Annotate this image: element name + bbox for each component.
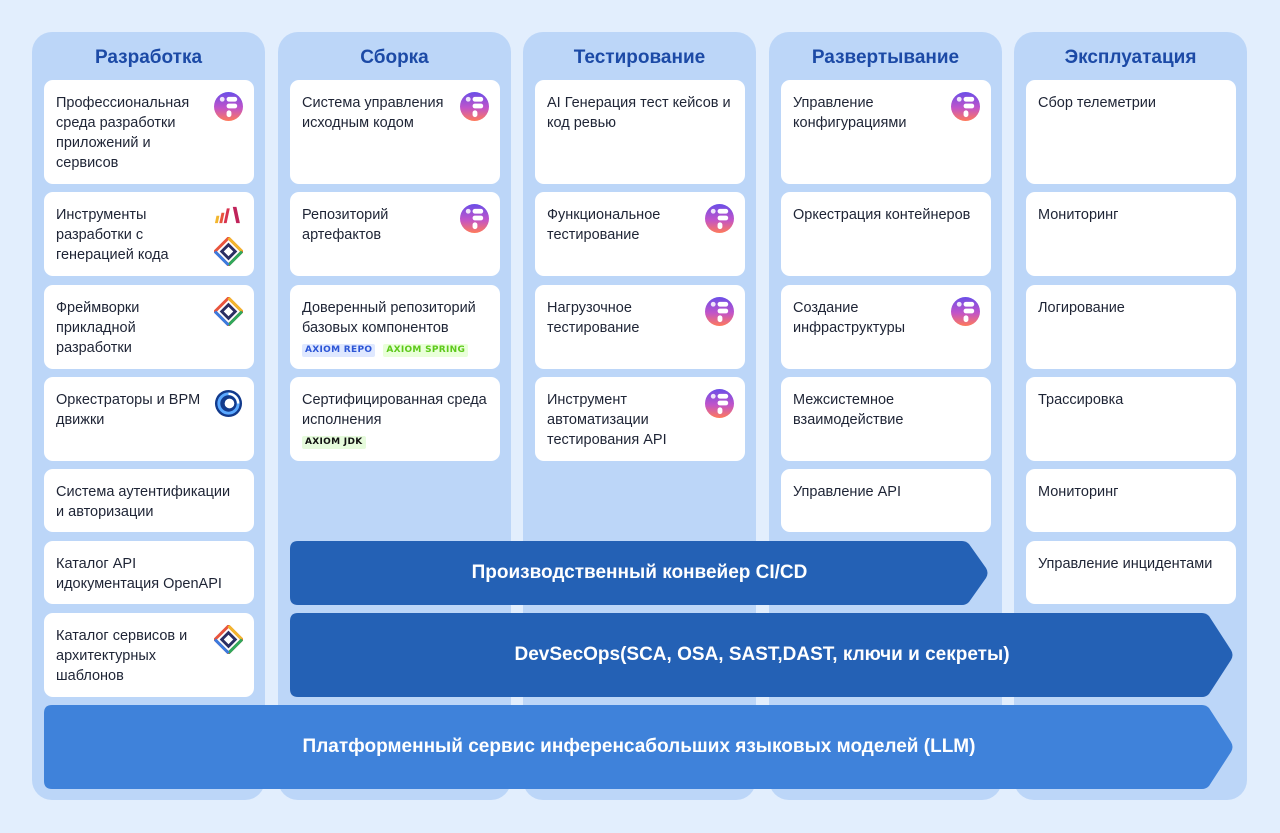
gradient-brand-logo-icon: [460, 204, 489, 233]
axiom-repo-tag: AXIOM REPO: [302, 344, 376, 357]
arrow-llm-service: Платформенный сервис инференсабольших яз…: [44, 705, 1234, 789]
card-logging-text: Логирование: [1038, 300, 1125, 316]
card-frameworks-text: Фреймворки прикладной разработки: [56, 300, 140, 356]
card-codegen[interactable]: Инструменты разработки с генерацией кода: [44, 192, 254, 276]
multicolor-bars-logo-icon: [214, 206, 240, 224]
card-frameworks[interactable]: Фреймворки прикладной разработки: [44, 285, 254, 369]
card-infrastructure-text: Создание инфраструктуры: [793, 300, 906, 336]
axiom-spring-tag: AXIOM SPRING: [383, 344, 469, 357]
column-title-development: Разработка: [94, 47, 203, 68]
card-container-orchestration[interactable]: Оркестрация контейнеров: [781, 192, 991, 276]
diamond-logo-icon: [214, 297, 243, 326]
arrow-devsecops-label: DevSecOps(SCA, OSA, SAST,DAST, ключи и с…: [514, 644, 1010, 665]
card-ai-testgen-text: AI Генерация тест кейсов и код ревью: [547, 95, 731, 131]
card-codegen-text: Инструменты разработки с генерацией кода: [56, 207, 169, 263]
card-bpm[interactable]: Оркестраторы и BPM движки: [44, 377, 254, 461]
card-load-testing[interactable]: Нагрузочное тестирование: [535, 285, 745, 369]
card-telemetry[interactable]: Сбор телеметрии: [1026, 80, 1236, 184]
arrow-devsecops: DevSecOps(SCA, OSA, SAST,DAST, ключи и с…: [290, 613, 1234, 697]
card-functional-testing-text: Функциональное тестирование: [547, 207, 661, 243]
card-auth[interactable]: Система аутентификации и авторизации: [44, 469, 254, 532]
column-title-build: Сборка: [360, 47, 429, 68]
card-certified-runtime[interactable]: Сертифицированная среда исполнения AXIOM…: [290, 377, 500, 461]
card-incident-management[interactable]: Управление инцидентами: [1026, 541, 1236, 604]
card-vcs[interactable]: Система управления исходным кодом: [290, 80, 500, 184]
card-tracing[interactable]: Трассировка: [1026, 377, 1236, 461]
card-trusted-repo[interactable]: Доверенный репозиторий базовых компонент…: [290, 285, 500, 369]
column-title-deployment: Развертывание: [811, 47, 960, 68]
card-monitoring-2[interactable]: Мониторинг: [1026, 469, 1236, 532]
gradient-brand-logo-icon: [705, 389, 734, 418]
column-title-operations: Эксплуатация: [1064, 47, 1197, 68]
card-service-catalog[interactable]: Каталог сервисов и архитектурных шаблоно…: [44, 613, 254, 697]
card-config-management-text: Управление конфигурациями: [793, 95, 907, 131]
column-title-testing: Тестирование: [573, 47, 706, 68]
gradient-brand-logo-icon: [705, 297, 734, 326]
card-telemetry-text: Сбор телеметрии: [1038, 95, 1156, 111]
axiom-jdk-tag: AXIOM JDK: [302, 436, 366, 449]
card-load-testing-text: Нагрузочное тестирование: [547, 300, 640, 336]
card-integration-text: Межсистемное взаимодействие: [793, 392, 904, 428]
card-config-management[interactable]: Управление конфигурациями: [781, 80, 991, 184]
tag-list: AXIOM REPO AXIOM SPRING: [302, 344, 469, 357]
card-api-catalog-text: Каталог API идокументация OpenAPI: [56, 556, 222, 592]
card-bpm-text: Оркестраторы и BPM движки: [56, 392, 201, 428]
card-certified-runtime-text: Сертифицированная среда исполнения: [302, 392, 487, 428]
diamond-logo-icon: [214, 625, 243, 654]
card-infrastructure[interactable]: Создание инфраструктуры: [781, 285, 991, 369]
card-api-automation[interactable]: Инструмент автоматизации тестирования AP…: [535, 377, 745, 461]
card-api-management-text: Управление API: [793, 484, 902, 500]
card-api-management[interactable]: Управление API: [781, 469, 991, 532]
arrow-cicd-pipeline: Производственный конвейер CI/CD: [290, 541, 989, 605]
card-api-automation-text: Инструмент автоматизации тестирования AP…: [547, 392, 667, 448]
card-container-orchestration-text: Оркестрация контейнеров: [793, 207, 971, 223]
card-monitoring-text: Мониторинг: [1038, 207, 1119, 223]
card-ide-text: Профессиональная среда разработки прилож…: [56, 95, 190, 171]
gradient-brand-logo-icon: [951, 297, 980, 326]
card-service-catalog-text: Каталог сервисов и архитектурных шаблоно…: [56, 628, 188, 684]
card-ide[interactable]: Профессиональная среда разработки прилож…: [44, 80, 254, 184]
card-auth-text: Система аутентификации и авторизации: [56, 484, 231, 520]
card-trusted-repo-text: Доверенный репозиторий базовых компонент…: [302, 300, 476, 336]
card-artifacts-text: Репозиторий артефактов: [302, 207, 389, 243]
arrow-cicd-label: Производственный конвейер CI/CD: [471, 562, 808, 583]
card-integration[interactable]: Межсистемное взаимодействие: [781, 377, 991, 461]
card-functional-testing[interactable]: Функциональное тестирование: [535, 192, 745, 276]
gradient-brand-logo-icon: [705, 204, 734, 233]
gradient-brand-logo-icon: [951, 92, 980, 121]
card-api-catalog[interactable]: Каталог API идокументация OpenAPI: [44, 541, 254, 604]
card-vcs-text: Система управления исходным кодом: [302, 95, 444, 131]
gradient-brand-logo-icon: [214, 92, 243, 121]
diamond-logo-icon: [214, 237, 243, 266]
card-artifacts[interactable]: Репозиторий артефактов: [290, 192, 500, 276]
card-monitoring-2-text: Мониторинг: [1038, 484, 1119, 500]
card-tracing-text: Трассировка: [1038, 392, 1124, 408]
card-logging[interactable]: Логирование: [1026, 285, 1236, 369]
arrow-llm-label: Платформенный сервис инференсабольших яз…: [302, 736, 976, 757]
card-incident-management-text: Управление инцидентами: [1038, 556, 1213, 572]
card-monitoring[interactable]: Мониторинг: [1026, 192, 1236, 276]
gradient-brand-logo-icon: [460, 92, 489, 121]
swirl-circle-logo-icon: [214, 389, 243, 418]
tag-list: AXIOM JDK: [302, 436, 366, 449]
card-ai-testgen[interactable]: AI Генерация тест кейсов и код ревью: [535, 80, 745, 184]
